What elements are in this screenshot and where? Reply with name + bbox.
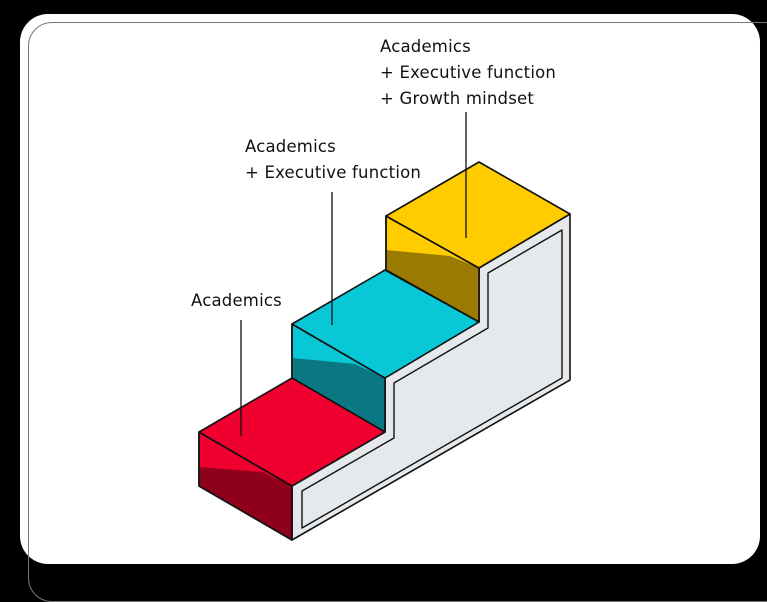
step-3-top-face <box>385 161 571 269</box>
step-2-label: Academics + Executive function <box>245 134 421 186</box>
step-1-label-line-1: Academics <box>191 291 282 310</box>
step-2-label-line-1: Academics <box>245 137 336 156</box>
step-2-front-shade <box>292 358 385 432</box>
staircase-side-panel <box>301 229 563 529</box>
step-2-label-line-2: + Executive function <box>245 163 422 182</box>
step-1-label: Academics <box>191 288 282 314</box>
step-3-label-line-1: Academics <box>380 37 471 56</box>
step-3-label: Academics + Executive function + Growth … <box>380 34 556 112</box>
step-3-label-line-2: + Executive function <box>380 63 557 82</box>
step-2-top-face <box>291 269 480 379</box>
step-3-label-line-3: + Growth mindset <box>380 89 535 108</box>
staircase-illustration <box>198 112 571 541</box>
step-1-front-shade <box>199 467 292 540</box>
step-1-top-face <box>198 377 386 487</box>
step-3-front-shade <box>386 250 479 322</box>
